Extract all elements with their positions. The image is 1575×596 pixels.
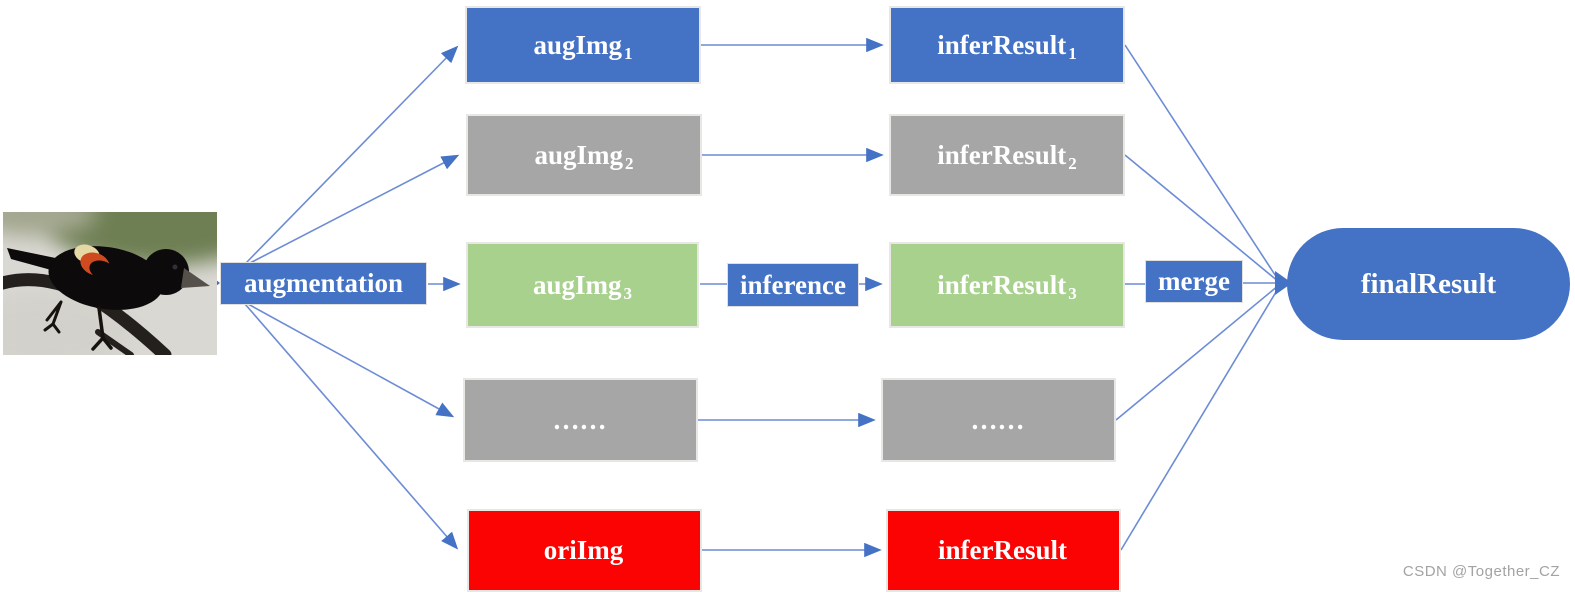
- arrow-augmentation-to-dots: [247, 303, 455, 418]
- augmentation-label-text: augmentation: [243, 268, 403, 298]
- node-label: ……: [970, 404, 1025, 435]
- node-inferresult-ori: inferResult: [886, 509, 1121, 592]
- node-label: ……: [552, 404, 607, 435]
- node-subscript: 3: [623, 283, 633, 303]
- node-label: inferResult: [937, 139, 1067, 170]
- arrow-augmentation-to-augimg1: [245, 45, 459, 264]
- node-label: augImg: [534, 139, 623, 170]
- arrow-augmentation-to-augimg2: [249, 154, 460, 264]
- merge-label-text: merge: [1158, 266, 1230, 296]
- node-subscript: 2: [1068, 153, 1077, 173]
- node-label: augImg: [532, 269, 622, 300]
- inference-label: inference: [727, 263, 859, 307]
- node-subscript: 2: [625, 153, 634, 173]
- node-label: augImg: [533, 29, 622, 60]
- node-subscript: 1: [624, 43, 633, 63]
- augmentation-label: augmentation: [220, 262, 427, 305]
- node-inferresult-dots: ……: [881, 378, 1116, 462]
- node-finalresult: finalResult: [1287, 228, 1570, 340]
- line-inferresult1-to-final: [1124, 44, 1280, 282]
- merge-label: merge: [1145, 260, 1243, 303]
- bird-image: [3, 212, 217, 355]
- node-subscript: 1: [1068, 43, 1077, 63]
- arrow-augmentation-to-oriimg: [244, 303, 459, 550]
- line-dots2-to-final: [1115, 284, 1280, 421]
- node-oriimg: oriImg: [467, 509, 702, 592]
- finalresult-label: finalResult: [1360, 267, 1497, 300]
- node-label: oriImg: [543, 535, 624, 565]
- node-label: inferResult: [937, 29, 1067, 60]
- bird-illustration: [3, 212, 217, 355]
- line-inferresult-to-final: [1120, 286, 1280, 551]
- inference-label-text: inference: [740, 269, 846, 300]
- node-augimg-dots: ……: [463, 378, 698, 462]
- node-subscript: 3: [1068, 283, 1077, 303]
- node-label: inferResult: [937, 269, 1067, 300]
- watermark: CSDN @Together_CZ: [1402, 563, 1560, 580]
- node-label: inferResult: [938, 535, 1067, 565]
